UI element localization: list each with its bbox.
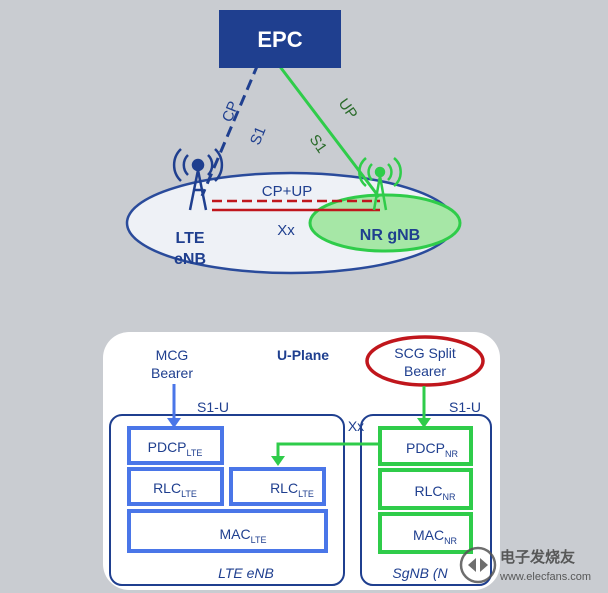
svg-text:RLCLTE: RLCLTE bbox=[270, 480, 314, 499]
xx-bottom-label: Xx bbox=[348, 418, 364, 434]
u-plane-title: U-Plane bbox=[277, 347, 329, 363]
svg-text:MACLTE: MACLTE bbox=[220, 526, 267, 545]
mcg-bearer-line1: MCG bbox=[156, 347, 189, 363]
mac-nr-label: MAC bbox=[413, 527, 444, 543]
scg-split-line2: Bearer bbox=[404, 363, 446, 379]
cp-up-label: CP+UP bbox=[262, 183, 312, 200]
mcg-bearer-line2: Bearer bbox=[151, 365, 193, 381]
mac-nr-box bbox=[378, 512, 473, 554]
pdcp-nr-box bbox=[378, 426, 473, 466]
architecture-diagram: EPC CP S1 UP S1 CP+UP Xx LTE bbox=[125, 10, 462, 275]
rlc-nr-label: RLC bbox=[414, 483, 442, 499]
rlc-lte-2-sub: LTE bbox=[298, 489, 314, 499]
watermark-text-cn: 电子发烧友 bbox=[500, 548, 575, 566]
scg-split-line1: SCG Split bbox=[394, 345, 456, 361]
s1-right-label: S1 bbox=[306, 132, 330, 157]
up-label: UP bbox=[335, 96, 361, 123]
rlc-lte-1-sub: LTE bbox=[181, 489, 197, 499]
rlc-lte-box-1 bbox=[127, 467, 224, 506]
mac-lte-label: MAC bbox=[220, 526, 251, 542]
epc-box bbox=[219, 10, 341, 68]
rlc-lte-1-label: RLC bbox=[153, 480, 181, 496]
s1-cp-link bbox=[200, 63, 260, 197]
enb-label: eNB bbox=[174, 251, 206, 268]
epc-label: EPC bbox=[257, 27, 302, 52]
nr-tower-icon bbox=[358, 157, 402, 211]
lte-enb-enclosure bbox=[109, 414, 345, 586]
rlc-nr-box bbox=[378, 468, 473, 510]
rlc-lte-box-2 bbox=[229, 467, 326, 506]
svg-text:MACNR: MACNR bbox=[413, 527, 458, 546]
s1u-left-label: S1-U bbox=[197, 399, 229, 415]
mac-lte-sub: LTE bbox=[251, 535, 267, 545]
svg-text:RLCLTE: RLCLTE bbox=[153, 480, 197, 499]
pdcp-lte-box bbox=[127, 426, 224, 465]
s1-up-link bbox=[276, 63, 381, 198]
scg-arrow-head bbox=[417, 418, 431, 428]
xx-top-label: Xx bbox=[277, 222, 295, 239]
rlc-lte-2-label: RLC bbox=[270, 480, 298, 496]
xx-split-path bbox=[276, 442, 386, 458]
xx-split-arrow-head bbox=[271, 456, 285, 466]
pdcp-lte-sub: LTE bbox=[187, 448, 203, 458]
mac-nr-sub: NR bbox=[444, 536, 457, 546]
cp-label: CP bbox=[219, 99, 243, 125]
mac-lte-box bbox=[127, 509, 328, 553]
s1-left-label: S1 bbox=[247, 124, 270, 147]
s1u-right-label: S1-U bbox=[449, 399, 481, 415]
lte-label: LTE bbox=[175, 230, 204, 247]
watermark-text-url: www.elecfans.com bbox=[499, 571, 591, 583]
nr-gnb-label: NR gNB bbox=[360, 227, 420, 244]
scg-split-bearer-oval bbox=[365, 335, 485, 387]
sgnb-enclosure bbox=[360, 414, 492, 586]
u-plane-diagram: MCG Bearer U-Plane SCG Split Bearer S1-U… bbox=[103, 332, 500, 590]
svg-text:PDCPNR: PDCPNR bbox=[406, 440, 458, 459]
mcg-arrow-head bbox=[167, 418, 181, 428]
lte-enb-label: LTE eNB bbox=[218, 565, 274, 581]
pdcp-nr-sub: NR bbox=[445, 449, 458, 459]
sgnb-label: SgNB (N bbox=[392, 565, 448, 581]
svg-text:PDCPLTE: PDCPLTE bbox=[148, 439, 203, 458]
svg-text:RLCNR: RLCNR bbox=[414, 483, 456, 502]
pdcp-lte-label: PDCP bbox=[148, 439, 187, 455]
watermark: 电子发烧友 www.elecfans.com bbox=[459, 546, 591, 584]
watermark-logo-icon bbox=[459, 546, 497, 584]
lte-tower-icon bbox=[172, 148, 224, 211]
rlc-nr-sub: NR bbox=[443, 492, 456, 502]
pdcp-nr-label: PDCP bbox=[406, 440, 445, 456]
